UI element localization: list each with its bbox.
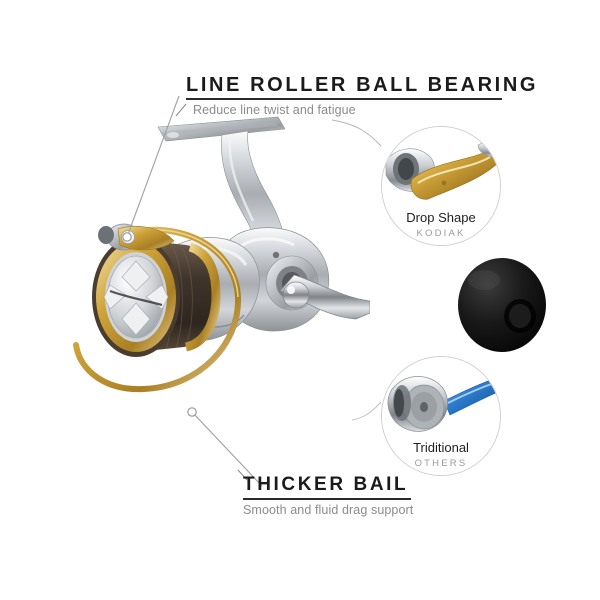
product-photo-spinning-reel: [40, 105, 371, 425]
drop-shape-roller-photo: [382, 127, 500, 245]
reel-foot: [157, 116, 286, 142]
comparison-bottom-brand: OTHERS: [414, 458, 468, 469]
leader-line-top: [126, 95, 180, 238]
drag-knob-spokes: [103, 260, 169, 336]
leader-tick-bottom: [237, 469, 248, 481]
comparison-bottom-caption: Triditional: [413, 440, 469, 455]
leader-line-top-to-circle: [331, 119, 382, 147]
callout-top-title: LINE ROLLER BALL BEARING: [186, 74, 539, 96]
callout-bottom-rule: [243, 498, 411, 500]
comparison-others-traditional: Triditional OTHERS: [381, 356, 501, 476]
callout-line-roller-ball-bearing: LINE ROLLER BALL BEARING Reduce line twi…: [186, 74, 538, 118]
reel-spool: [92, 237, 221, 357]
callout-top-rule: [186, 98, 502, 100]
callout-thicker-bail: THICKER BAIL Smooth and fluid drag suppo…: [243, 474, 413, 518]
leader-line-bottom: [191, 411, 263, 487]
comparison-top-caption: Drop Shape: [406, 210, 476, 225]
leader-line-bottom-to-circle: [351, 401, 382, 421]
handle-knob: [458, 258, 546, 352]
reel-illustration: [73, 116, 371, 393]
comparison-kodiak-drop-shape: Drop Shape KODIAK: [381, 126, 501, 246]
callout-top-subtitle: Reduce line twist and fatigue: [193, 103, 356, 117]
comparison-top-brand: KODIAK: [416, 228, 466, 239]
leader-tick-top: [175, 103, 187, 117]
leader-anchor-line-roller: [122, 232, 132, 242]
traditional-roller-photo: [382, 357, 500, 475]
reel-handle: [279, 274, 371, 320]
callout-bottom-title: THICKER BAIL: [243, 474, 409, 495]
callout-bottom-subtitle: Smooth and fluid drag support: [243, 503, 414, 517]
line-roller: [98, 223, 175, 251]
leader-anchor-bail: [187, 407, 197, 417]
